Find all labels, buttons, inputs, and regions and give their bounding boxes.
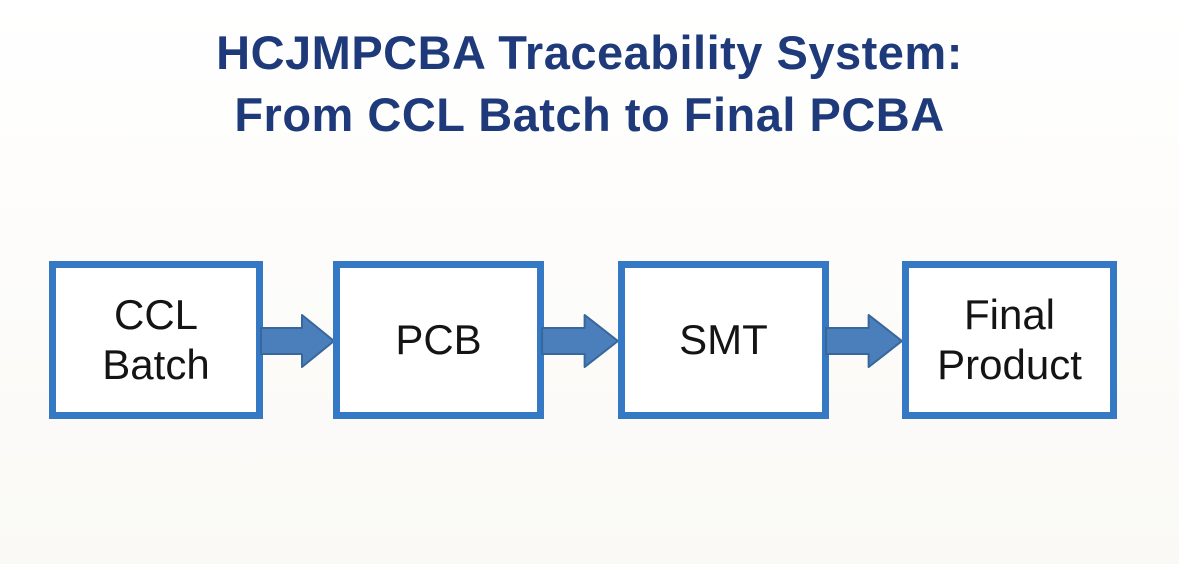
page-title: HCJMPCBA Traceability System: From CCL B… <box>0 22 1179 146</box>
flow-step-smt: SMT <box>618 261 829 419</box>
flow-step-pcb: PCB <box>333 261 544 419</box>
flow-step-label: CCL Batch <box>102 291 210 388</box>
flow-step-label: PCB <box>395 316 482 364</box>
page-title-line-2: From CCL Batch to Final PCBA <box>234 88 945 142</box>
page-title-line-1: HCJMPCBA Traceability System: <box>216 26 963 79</box>
block-arrow-right-icon <box>541 314 619 368</box>
flow-step-final-product: Final Product <box>902 261 1117 419</box>
block-arrow-right-icon <box>260 314 335 368</box>
block-arrow-right-icon <box>825 314 903 368</box>
flow-step-label: Final Product <box>937 291 1082 388</box>
flow-step-label: SMT <box>679 316 768 364</box>
flow-step-ccl-batch: CCL Batch <box>49 261 263 419</box>
